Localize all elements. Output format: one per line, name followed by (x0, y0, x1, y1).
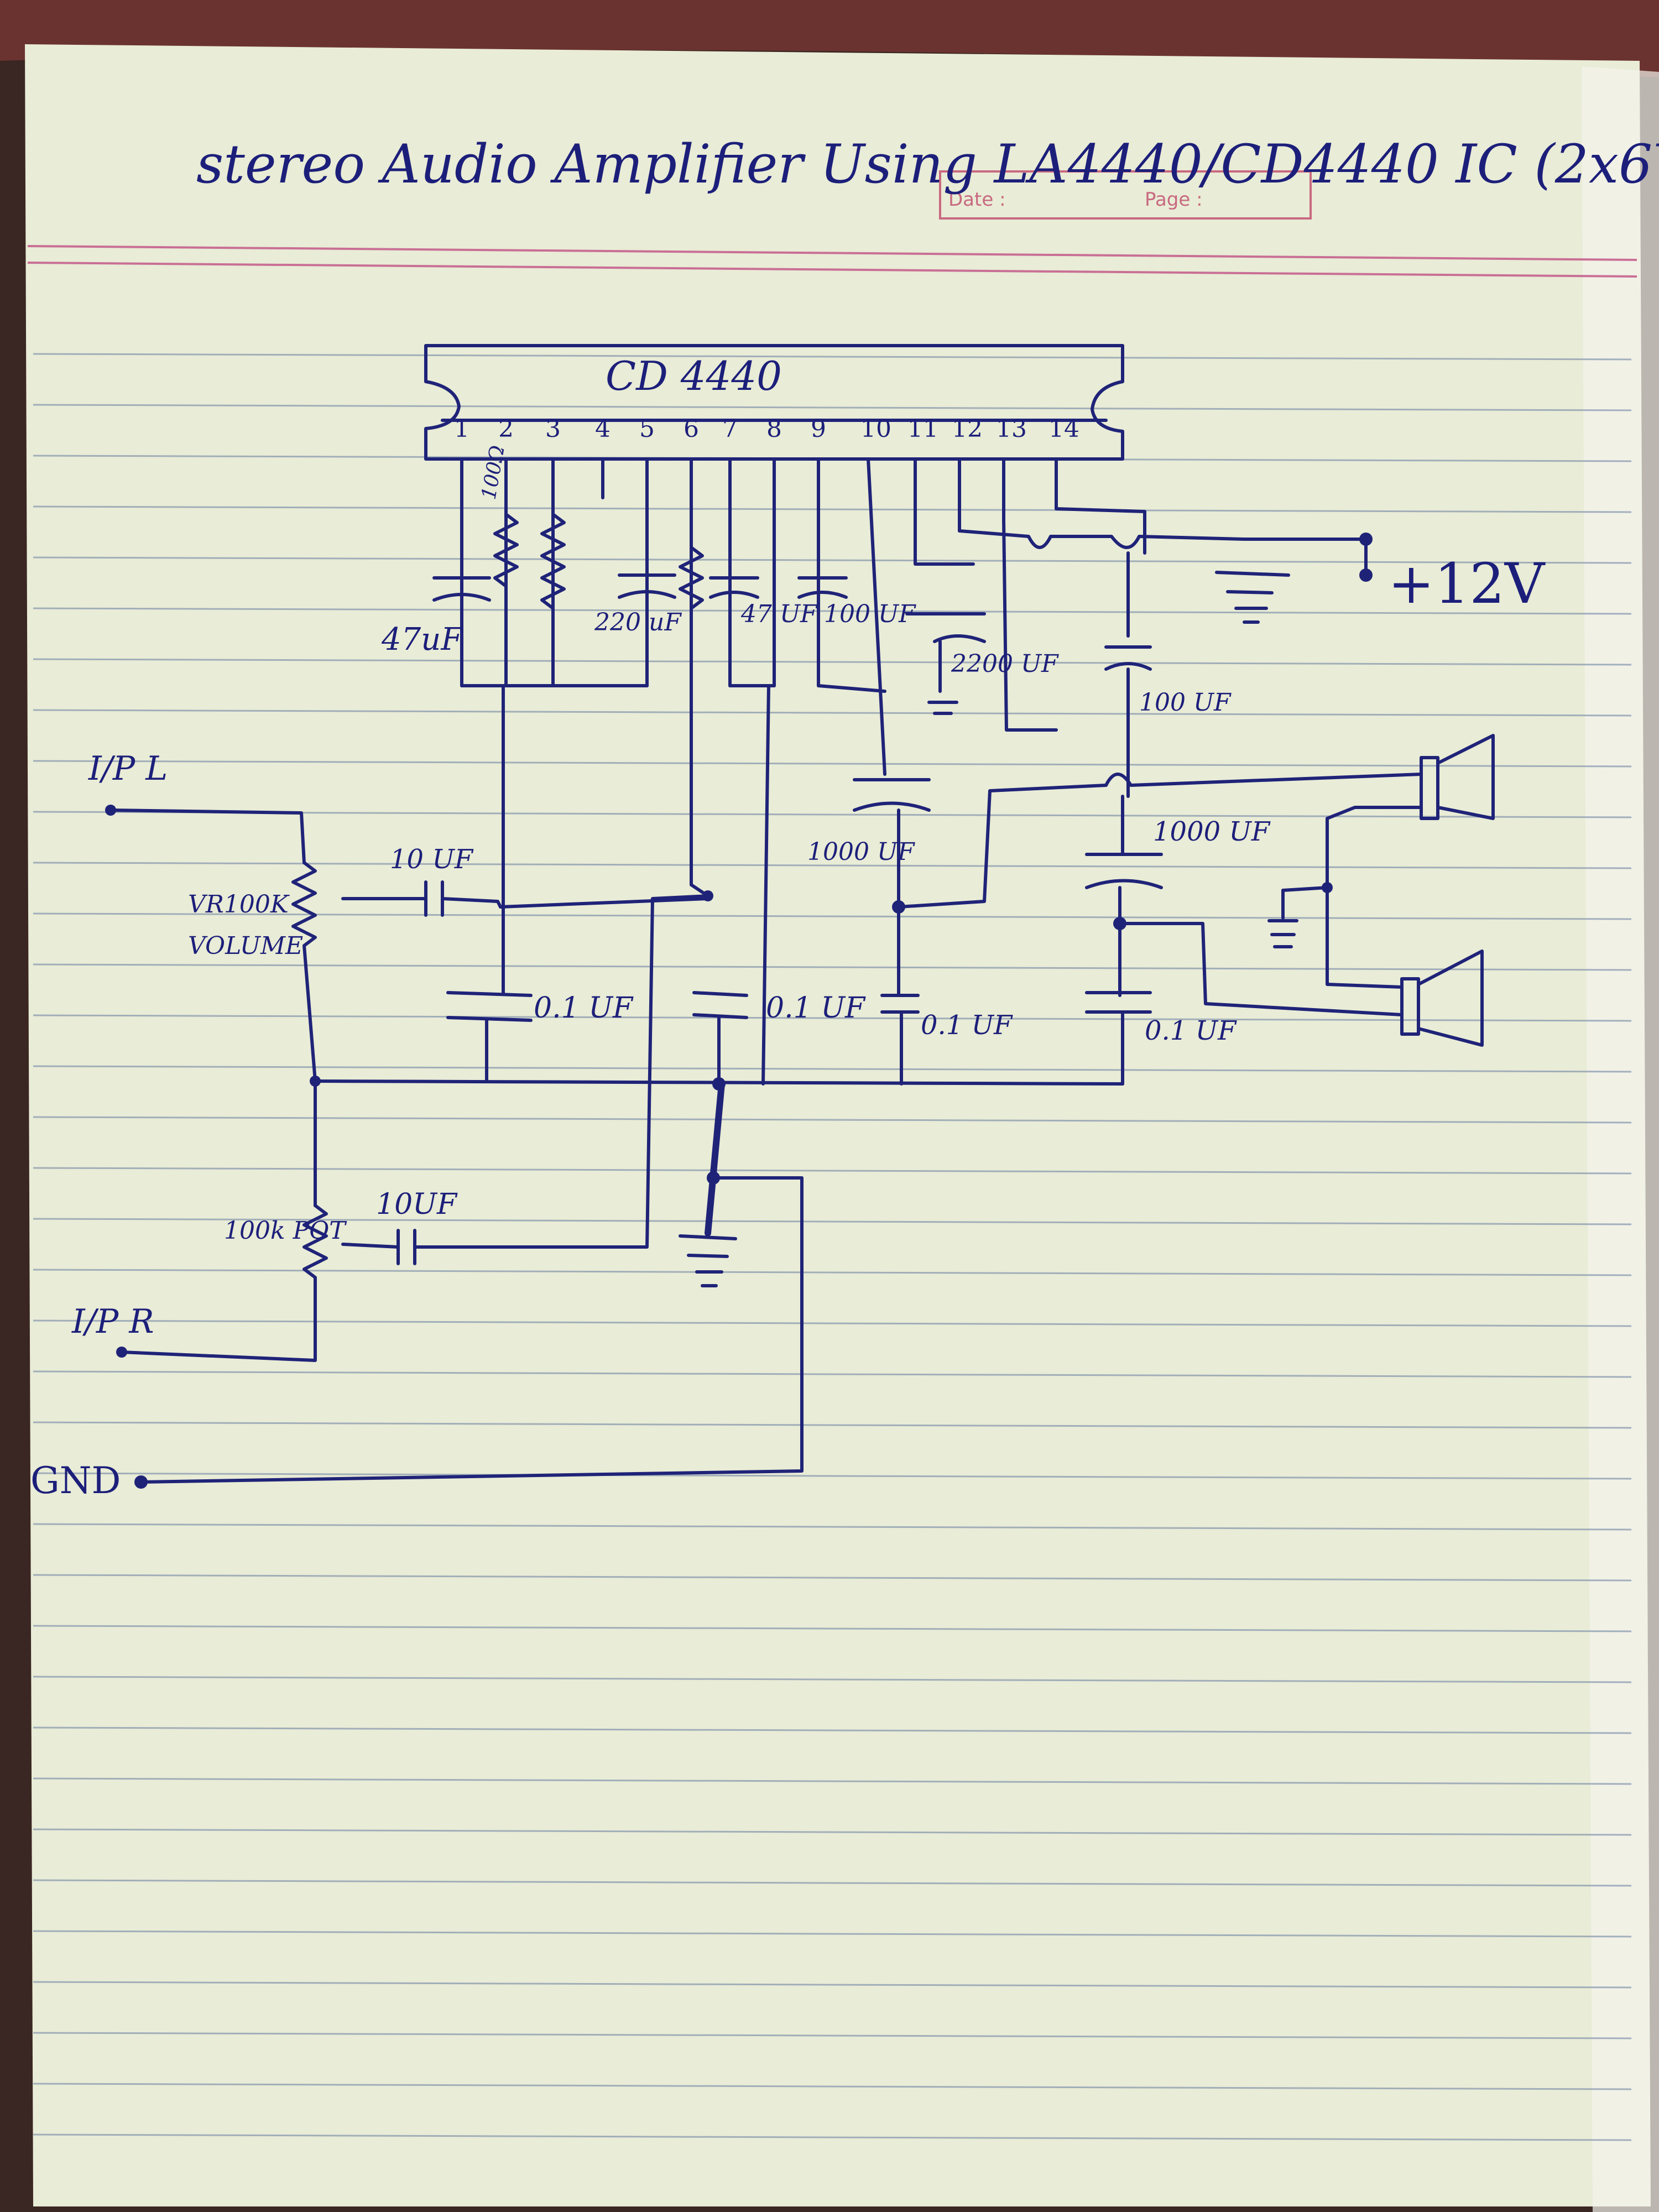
label-10uf-top: 10 UF (390, 844, 474, 875)
ground-speakers (1267, 886, 1329, 948)
label-1000uf-right: 1000 UF (1153, 816, 1271, 847)
junction-right-input (702, 890, 713, 901)
ground-supply (1215, 571, 1290, 624)
margin-rule-top (27, 245, 1637, 261)
page-title: stereo Audio Amplifier Using LA4440/CD44… (196, 133, 1659, 195)
label-01uf-c: 0.1 UF (921, 1010, 1013, 1041)
ic-pin-3: 3 (545, 415, 561, 443)
speaker-left-wiring (897, 773, 1423, 1016)
junction-speaker-ground (1322, 882, 1333, 893)
ic-pin-4: 4 (595, 415, 611, 443)
label-01uf-a: 0.1 UF (534, 992, 634, 1025)
label-10uf-bottom: 10UF (376, 1188, 458, 1221)
supply-wiring (914, 496, 1368, 732)
label-220uf: 220 uF (594, 608, 682, 637)
ic-pin-14: 14 (1048, 415, 1079, 443)
ic-pin-11: 11 (907, 415, 938, 443)
input-left-label: I/P L (88, 749, 168, 788)
supply-label: +12V (1388, 551, 1546, 616)
ic-pin-10: 10 (860, 415, 891, 443)
capacitor-01uf-c (880, 994, 920, 1086)
capacitor-01uf-d (1085, 991, 1152, 1086)
junction-ground-mid (707, 1171, 720, 1185)
label-47uf: 47uF (381, 622, 463, 658)
ic-pin-12: 12 (952, 415, 983, 443)
resistor-pin3 (540, 513, 566, 610)
vr-label: VR100K (188, 890, 290, 919)
capacitor-47uf-pin7 (709, 576, 759, 599)
ground-label: GND (30, 1459, 121, 1502)
ground-trunk (705, 1081, 725, 1237)
label-100uf-pin9: 100 UF (824, 600, 916, 628)
ic-pin-6: 6 (684, 415, 699, 443)
supply-terminal-top (1359, 533, 1373, 546)
resistor-pin6 (679, 546, 704, 610)
capacitor-100uf-pin9 (797, 576, 848, 599)
stamp-date-label: Date : (948, 189, 1006, 211)
label-47uf-pin7: 47 UF (740, 600, 818, 628)
pot-label: 100k POT (224, 1217, 347, 1245)
label-01uf-b: 0.1 UF (766, 992, 866, 1025)
capacitor-100uf-supply (1104, 645, 1152, 798)
ic-pin-8: 8 (766, 415, 782, 443)
stamp-page-label: Page : (1145, 189, 1203, 211)
ic-pin-2: 2 (498, 415, 514, 443)
capacitor-47uf (432, 576, 491, 602)
ic-pin-13: 13 (996, 415, 1027, 443)
label-1000uf-left: 1000 UF (807, 838, 915, 866)
ground-main-symbol (679, 1234, 737, 1287)
supply-terminal-bottom (1359, 568, 1373, 582)
junction-ground-bus (712, 1077, 726, 1091)
date-page-stamp (939, 170, 1312, 220)
capacitor-01uf-a (446, 991, 533, 1083)
label-2200uf: 2200 UF (951, 650, 1059, 678)
speaker-top-icon (1420, 734, 1495, 820)
ic-pin-1: 1 (454, 415, 469, 443)
junction-input-ground (310, 1076, 321, 1087)
volume-label: VOLUME (188, 932, 303, 960)
speaker-bottom-icon (1400, 950, 1484, 1047)
resistor-100-ohm (493, 513, 519, 588)
capacitor-220uf (618, 573, 676, 599)
notebook-page (25, 44, 1651, 2206)
capacitor-2200uf (905, 612, 986, 715)
input-wiring (109, 684, 1124, 1484)
label-01uf-d: 0.1 UF (1145, 1015, 1237, 1046)
capacitor-1000uf-right (1085, 795, 1163, 997)
next-page-edge (1582, 66, 1659, 2212)
ic-pin-7: 7 (722, 415, 738, 443)
ic-pin-9: 9 (811, 415, 826, 443)
ic-label: CD 4440 (606, 353, 782, 399)
input-right-label: I/P R (71, 1302, 154, 1341)
ic-pin-5: 5 (639, 415, 655, 443)
label-100uf-supply: 100 UF (1139, 688, 1232, 717)
margin-rule-bottom (27, 262, 1637, 278)
